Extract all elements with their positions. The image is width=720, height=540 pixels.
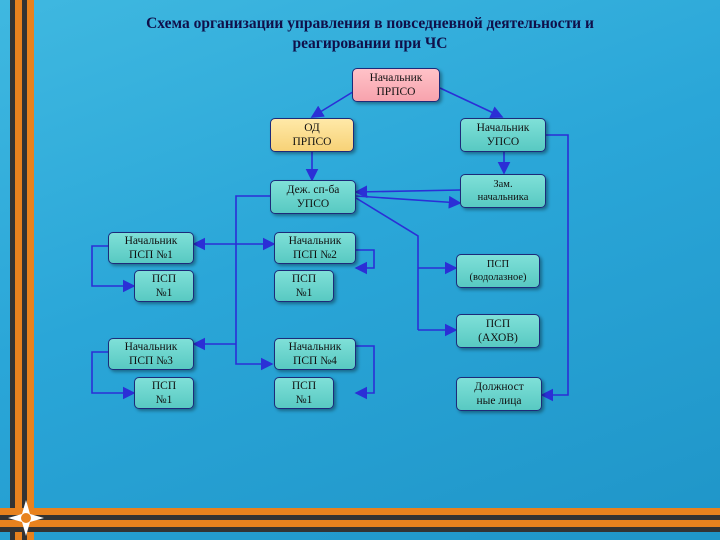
node-psp-d: ПСП №1 — [274, 377, 334, 409]
node-psp-water: ПСП (водолазное) — [456, 254, 540, 288]
left-stripe-orange-2 — [27, 0, 34, 540]
node-deputy: Зам. начальника — [460, 174, 546, 208]
edge-head-od — [310, 89, 357, 118]
node-head-upso: Начальник УПСО — [460, 118, 546, 152]
left-stripe-dark — [10, 0, 15, 540]
node-psp-a: ПСП №1 — [134, 270, 194, 302]
bottom-stripe-orange — [0, 508, 720, 515]
edge-psp4-sub — [354, 345, 375, 400]
node-head-psp2: Начальник ПСП №2 — [274, 232, 356, 264]
node-od-prpso: ОД ПРПСО — [270, 118, 354, 152]
node-head-psp1: Начальник ПСП №1 — [108, 232, 194, 264]
node-head-prpso: Начальник ПРПСО — [352, 68, 440, 102]
node-psp-b: ПСП №1 — [274, 270, 334, 302]
node-psp-ahov: ПСП (АХОВ) — [456, 314, 540, 348]
node-head-psp3: Начальник ПСП №3 — [108, 338, 194, 370]
bottom-stripe-dark — [0, 515, 720, 520]
title-line-2: реагировании при ЧС — [292, 35, 448, 53]
edge-duty-right-bus — [355, 197, 419, 330]
edge-deputy-duty — [354, 185, 461, 199]
edge-duty-left-bus — [235, 195, 274, 371]
bottom-stripe-dark-2 — [0, 527, 720, 532]
left-stripe-dark-2 — [22, 0, 27, 540]
title-line-1: Схема организации управления в повседнев… — [146, 15, 594, 32]
star-emblem-icon — [8, 500, 44, 536]
edge-psp2-sub — [354, 249, 375, 275]
edge-upso-officials — [540, 134, 569, 402]
edge-head-upso — [439, 87, 504, 119]
edge-psp1-sub — [91, 245, 136, 293]
bottom-stripe-orange-2 — [0, 520, 720, 527]
node-psp-c: ПСП №1 — [134, 377, 194, 409]
node-duty-upso: Деж. сп-ба УПСО — [270, 180, 356, 214]
node-head-psp4: Начальник ПСП №4 — [274, 338, 356, 370]
left-stripe-orange — [15, 0, 22, 540]
edge-duty-deputy — [355, 195, 462, 209]
edge-psp3-sub — [91, 351, 136, 400]
page-title: Схема организации управления в повседнев… — [60, 14, 680, 54]
node-officials: Должност ные лица — [456, 377, 542, 411]
